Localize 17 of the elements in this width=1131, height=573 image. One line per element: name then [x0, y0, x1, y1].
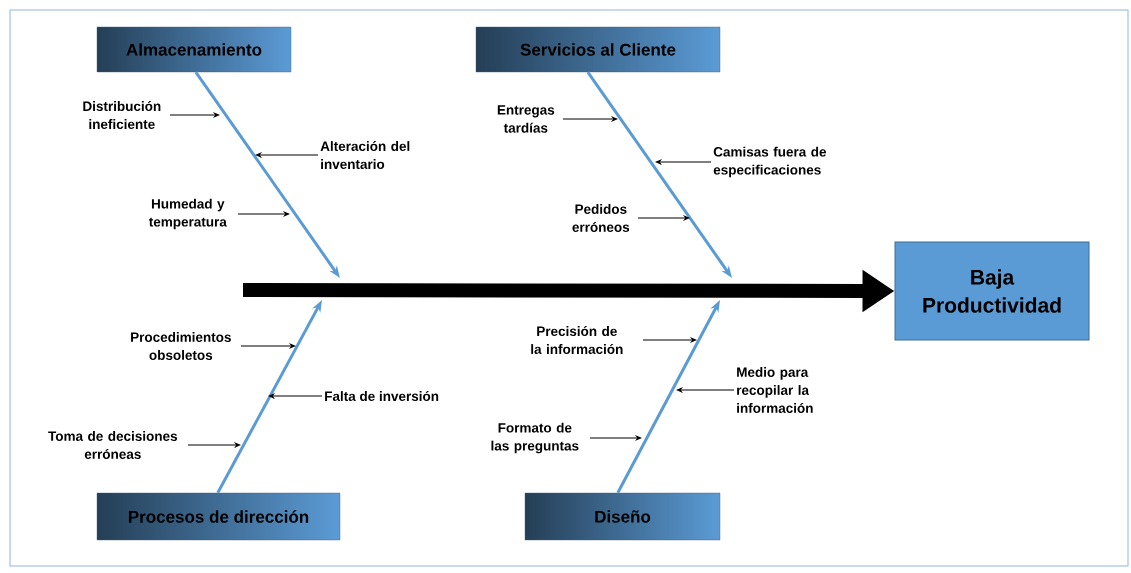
cause-label: Falta de inversión	[325, 391, 439, 401]
cause-label: Humedad y temperatura	[148, 198, 227, 230]
category-box: Diseño	[524, 492, 721, 541]
category-box: Servicios al Cliente	[475, 26, 721, 73]
cause-label: Distribución ineficiente	[83, 101, 161, 129]
cause-label: Alteración del inventario	[320, 141, 410, 169]
category-box: Procesos de dirección	[96, 492, 341, 541]
cause-label: Pedidos erróneos	[572, 204, 630, 232]
cause-label: Formato de las preguntas	[491, 422, 579, 454]
cause-label: Toma de decisiones erróneas	[48, 431, 178, 459]
cause-label: Entregas tardías	[497, 105, 555, 133]
cause-label: Precisión de la información	[531, 326, 623, 354]
cause-label: Camisas fuera de especificaciones	[713, 146, 827, 178]
cause-label: Procedimientos obsoletos	[131, 332, 231, 360]
cause-label: Medio para recopilar la información	[737, 367, 813, 413]
effect-box: Baja Productividad	[894, 241, 1090, 341]
category-box: Almacenamiento	[96, 26, 292, 73]
